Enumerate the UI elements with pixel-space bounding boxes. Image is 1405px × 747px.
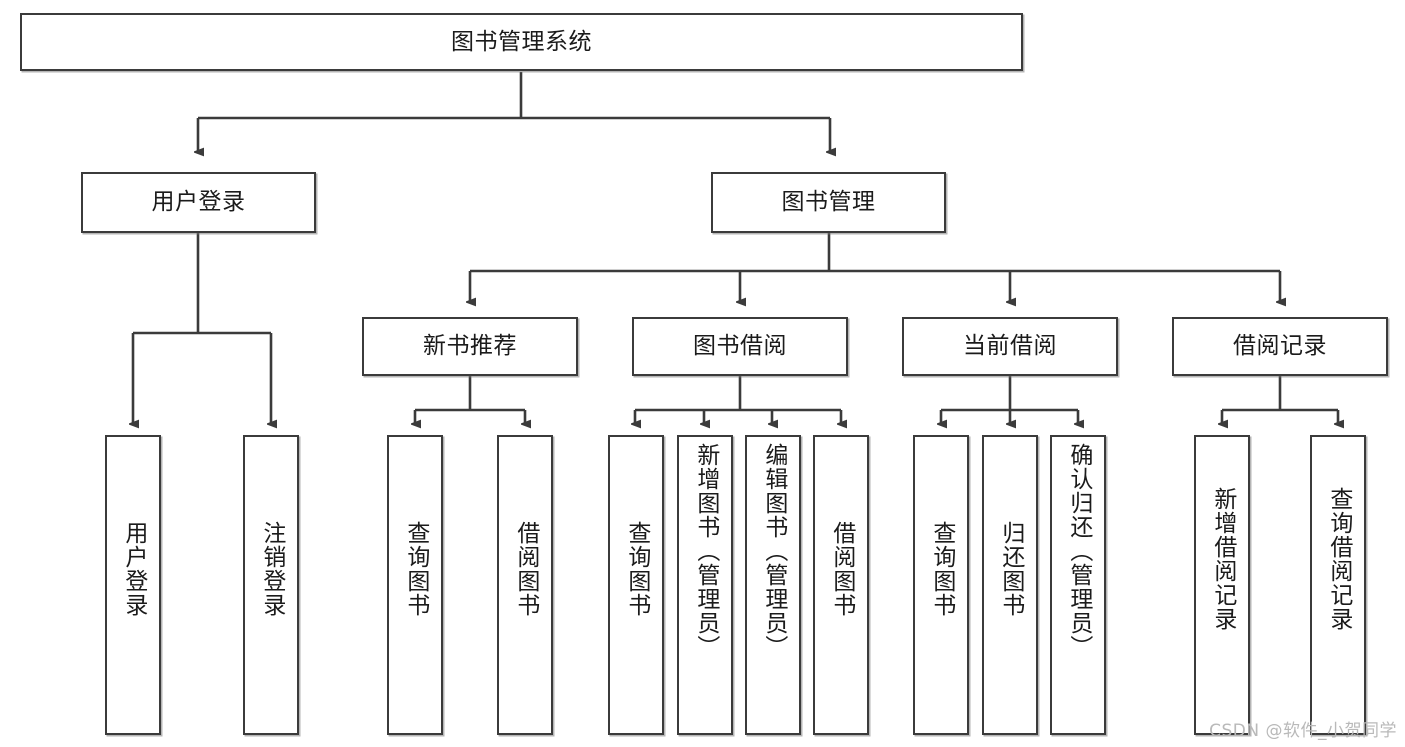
node-book-borrow-label: 图书借阅 bbox=[693, 333, 787, 360]
leaf-return-book-label: 归还图书 bbox=[997, 521, 1024, 617]
leaf-confirm-return-label: 确认归还（管理员） bbox=[1065, 443, 1092, 659]
leaf-add-book[interactable]: 新增图书（管理员） bbox=[677, 435, 733, 735]
leaf-query-record-label: 查询借阅记录 bbox=[1325, 487, 1352, 631]
leaf-edit-book[interactable]: 编辑图书（管理员） bbox=[745, 435, 801, 735]
node-root[interactable]: 图书管理系统 bbox=[20, 13, 1023, 71]
leaf-query-book-2[interactable]: 查询图书 bbox=[608, 435, 664, 735]
leaf-query-book-2-label: 查询图书 bbox=[623, 521, 650, 617]
leaf-query-book-3-label: 查询图书 bbox=[928, 521, 955, 617]
leaf-borrow-book-2[interactable]: 借阅图书 bbox=[813, 435, 869, 735]
leaf-query-record[interactable]: 查询借阅记录 bbox=[1310, 435, 1366, 735]
leaf-add-record[interactable]: 新增借阅记录 bbox=[1194, 435, 1250, 735]
node-new-book-rec-label: 新书推荐 bbox=[423, 333, 517, 360]
leaf-logout-login-label: 注销登录 bbox=[258, 521, 285, 617]
node-current-borrow-label: 当前借阅 bbox=[963, 333, 1057, 360]
node-new-book-rec[interactable]: 新书推荐 bbox=[362, 317, 578, 376]
leaf-logout-login[interactable]: 注销登录 bbox=[243, 435, 299, 735]
leaf-borrow-book-1-label: 借阅图书 bbox=[512, 521, 539, 617]
node-book-manage[interactable]: 图书管理 bbox=[711, 172, 946, 233]
leaf-query-book-1[interactable]: 查询图书 bbox=[387, 435, 443, 735]
leaf-borrow-book-2-label: 借阅图书 bbox=[828, 521, 855, 617]
node-current-borrow[interactable]: 当前借阅 bbox=[902, 317, 1118, 376]
node-borrow-record[interactable]: 借阅记录 bbox=[1172, 317, 1388, 376]
leaf-add-record-label: 新增借阅记录 bbox=[1209, 487, 1236, 631]
leaf-edit-book-label: 编辑图书（管理员） bbox=[760, 443, 787, 659]
leaf-return-book[interactable]: 归还图书 bbox=[982, 435, 1038, 735]
leaf-user-login-label: 用户登录 bbox=[120, 521, 147, 617]
node-book-borrow[interactable]: 图书借阅 bbox=[632, 317, 848, 376]
leaf-query-book-1-label: 查询图书 bbox=[402, 521, 429, 617]
node-root-label: 图书管理系统 bbox=[451, 28, 592, 55]
node-book-manage-label: 图书管理 bbox=[781, 189, 876, 216]
node-user-login-label: 用户登录 bbox=[151, 189, 246, 216]
node-borrow-record-label: 借阅记录 bbox=[1233, 333, 1327, 360]
leaf-confirm-return[interactable]: 确认归还（管理员） bbox=[1050, 435, 1106, 735]
node-user-login[interactable]: 用户登录 bbox=[81, 172, 316, 233]
leaf-borrow-book-1[interactable]: 借阅图书 bbox=[497, 435, 553, 735]
leaf-query-book-3[interactable]: 查询图书 bbox=[913, 435, 969, 735]
leaf-user-login[interactable]: 用户登录 bbox=[105, 435, 161, 735]
leaf-add-book-label: 新增图书（管理员） bbox=[692, 443, 719, 659]
